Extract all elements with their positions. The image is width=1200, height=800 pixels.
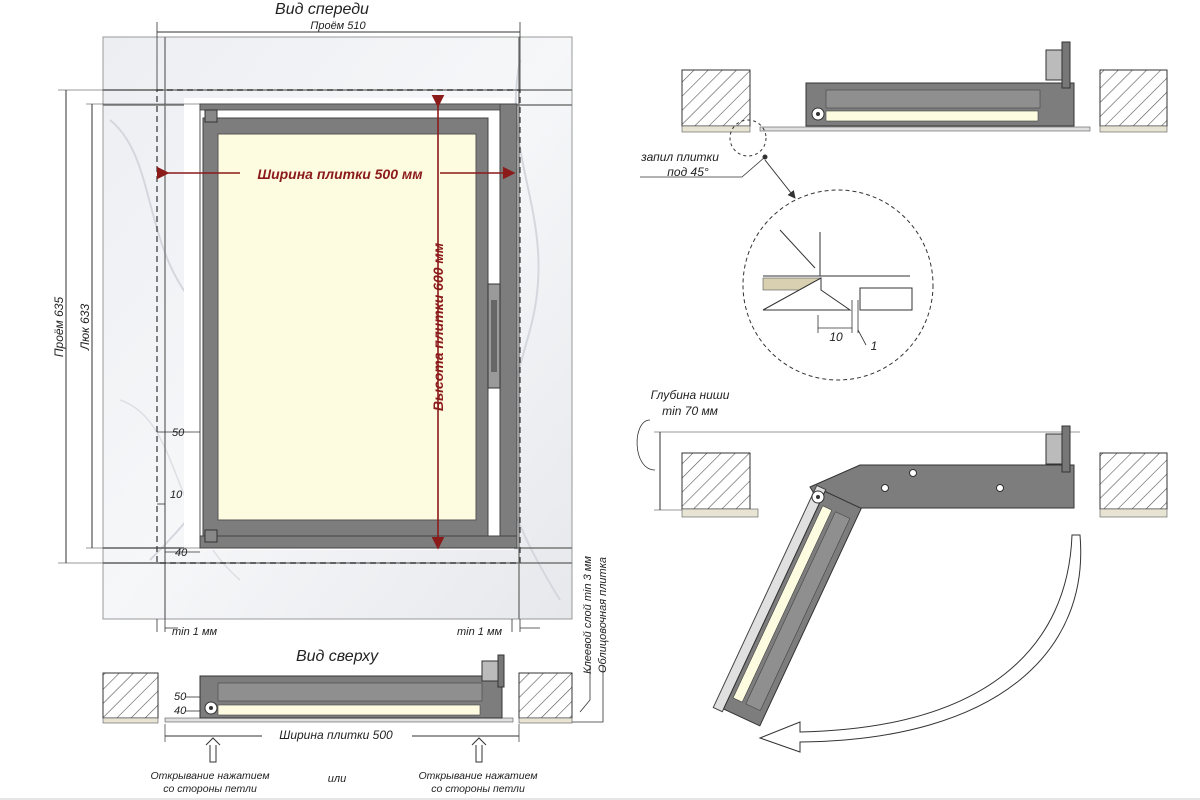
dim-10-front: 10 xyxy=(170,489,183,501)
wall-right-open xyxy=(1099,452,1168,510)
niche-label-1: Глубина ниши xyxy=(651,388,730,402)
facing-label: Облицовочная плитка xyxy=(597,557,609,673)
press-right-2: со стороны петли xyxy=(431,783,525,795)
hinge-bottom xyxy=(204,529,218,543)
rotation-arrow xyxy=(758,534,1082,753)
niche-label-2: min 70 мм xyxy=(662,404,718,418)
min-left-label: min 1 мм xyxy=(172,626,217,638)
min-right-label: min 1 мм xyxy=(457,626,502,638)
tile-width-label: Ширина плитки 500 мм xyxy=(257,166,423,182)
hinge-top xyxy=(204,109,218,123)
dim-50-top: 50 xyxy=(174,691,187,703)
detail-dim-1: 1 xyxy=(871,339,878,353)
hatch-height-label: Люк 633 xyxy=(78,304,92,352)
wall-left-top xyxy=(102,672,159,719)
wall-left-section xyxy=(681,69,751,127)
wall-left-open xyxy=(681,452,751,510)
top-view-title: Вид сверху xyxy=(296,648,379,665)
opening-height-label: Проём 635 xyxy=(52,297,66,358)
front-view: Ширина плитки 500 мм Высота плитки 600 м… xyxy=(52,1,573,638)
dim-40-front: 40 xyxy=(175,547,188,559)
cut-label-2: под 45° xyxy=(667,165,709,179)
press-right-1: Открывание нажатием xyxy=(418,770,537,782)
press-left-1: Открывание нажатием xyxy=(150,770,269,782)
opening-width-label: Проём 510 xyxy=(310,20,366,32)
open-door xyxy=(712,484,862,727)
wall-right-top xyxy=(518,672,573,719)
top-view: Вид сверху 50 40 Ширина плитки 500 Клеев… xyxy=(102,556,609,795)
section-open: Глубина ниши min 70 мм xyxy=(636,388,1168,753)
press-arrow-right xyxy=(471,737,487,763)
detail-dim-10: 10 xyxy=(829,330,843,344)
cut-label-1: запил плитки xyxy=(640,150,719,164)
press-arrow-left xyxy=(205,737,221,763)
front-view-title: Вид спереди xyxy=(275,1,369,18)
wall-right-section xyxy=(1099,69,1168,127)
detail-circle xyxy=(742,189,934,381)
dim-50-front: 50 xyxy=(172,427,185,439)
tile-height-label: Высота плитки 600 мм xyxy=(430,242,446,411)
press-left-2: со стороны петли xyxy=(163,783,257,795)
tile-width-top-label: Ширина плитки 500 xyxy=(279,728,393,742)
dim-40-top: 40 xyxy=(174,705,187,717)
adhesive-label: Клеевой слой min 3 мм xyxy=(582,556,594,674)
or-label: или xyxy=(328,773,346,785)
section-closed: запил плитки под 45° 10 1 xyxy=(640,41,1168,381)
